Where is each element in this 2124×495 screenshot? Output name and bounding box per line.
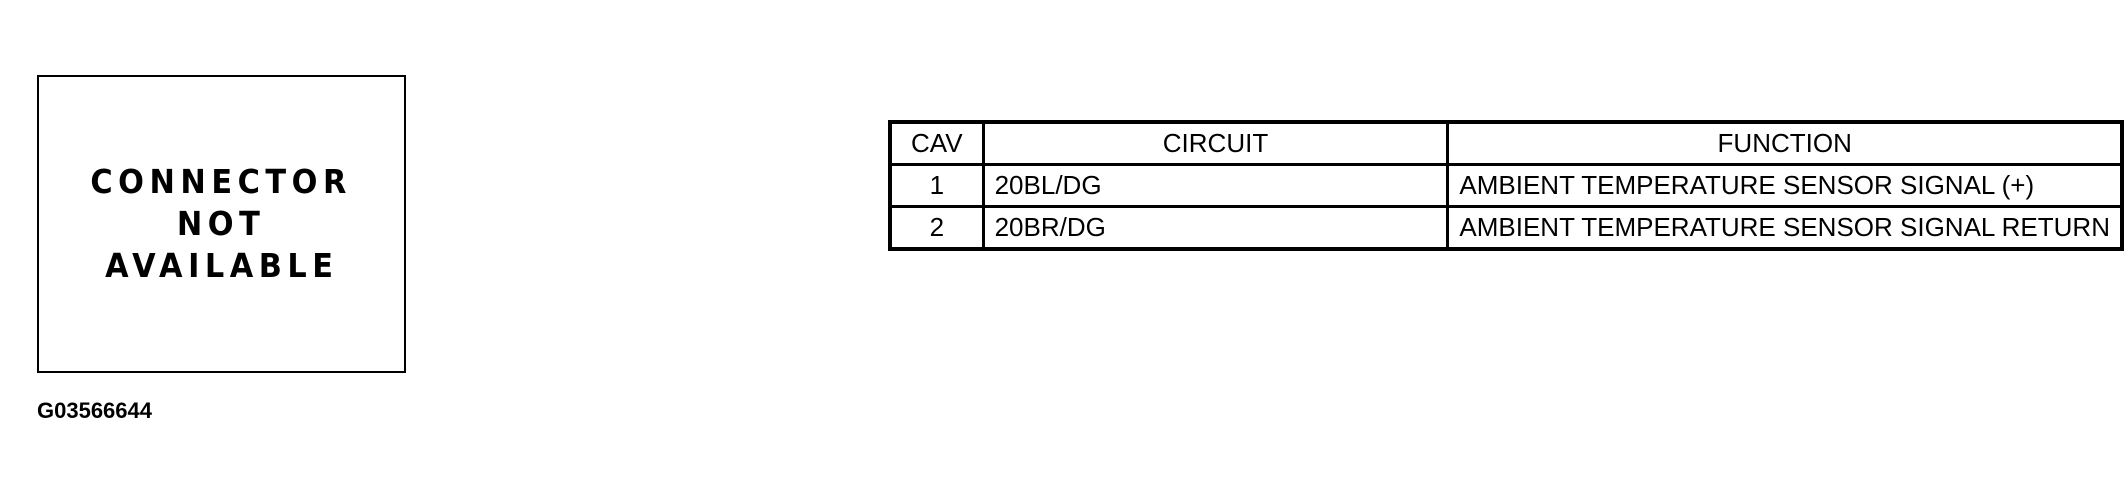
cell-function: AMBIENT TEMPERATURE SENSOR SIGNAL (+) [1446, 163, 2124, 208]
connector-label-line-3: AVAILABLE [104, 246, 339, 285]
connector-label-line-2: NOT [177, 204, 266, 243]
connector-pinout-table: CAV CIRCUIT FUNCTION 1 20BL/DG AMBIENT T… [888, 120, 2124, 251]
figure-id: G03566644 [37, 398, 152, 423]
header-cav: CAV [888, 120, 985, 166]
cell-cav: 2 [888, 205, 985, 251]
header-function: FUNCTION [1446, 120, 2124, 166]
table-row: 2 20BR/DG AMBIENT TEMPERATURE SENSOR SIG… [888, 205, 2124, 251]
cell-circuit: 20BL/DG [981, 163, 1450, 208]
header-circuit: CIRCUIT [981, 120, 1450, 166]
table-header-row: CAV CIRCUIT FUNCTION [888, 120, 2124, 166]
cell-cav: 1 [888, 163, 985, 208]
cell-function: AMBIENT TEMPERATURE SENSOR SIGNAL RETURN [1446, 205, 2124, 251]
cell-circuit: 20BR/DG [981, 205, 1450, 251]
table-row: 1 20BL/DG AMBIENT TEMPERATURE SENSOR SIG… [888, 163, 2124, 208]
connector-label-line-1: CONNECTOR [90, 162, 353, 201]
connector-placeholder-box: CONNECTOR NOT AVAILABLE [37, 75, 406, 373]
